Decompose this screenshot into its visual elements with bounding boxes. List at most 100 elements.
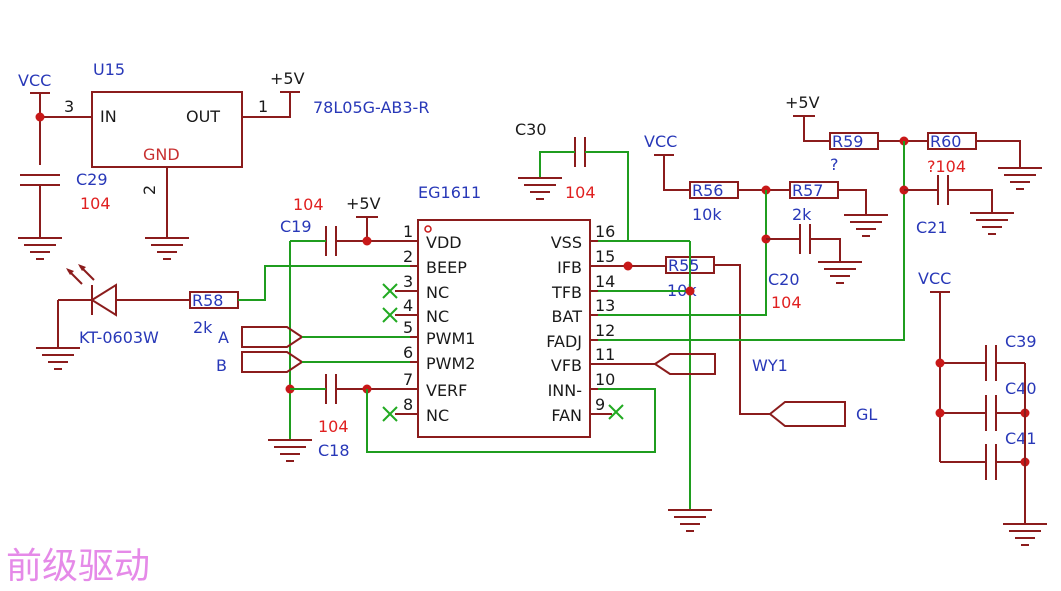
capacitor-c29: C29 104: [20, 170, 111, 238]
capacitor-c18: 104 C18: [290, 374, 410, 460]
junction-dot: [35, 112, 45, 122]
r57-ref: R57: [792, 181, 823, 200]
resistor-r56: R56 10k: [689, 181, 790, 224]
c18-value: 104: [318, 417, 349, 436]
ic-pin-num: 7: [403, 370, 413, 389]
led-ref: KT-0603W: [79, 328, 159, 347]
c21-ref: C21: [916, 218, 948, 237]
ic-pin-num: 14: [595, 272, 615, 291]
capacitor-c40: C40: [935, 379, 1037, 431]
regulator-u15: U15 IN OUT GND 3 1 2 78L05G-AB3-R: [64, 60, 429, 195]
regulator-pin-out: 1: [258, 97, 268, 116]
ic-pin-name: NC: [426, 307, 449, 326]
c30-ref: C30: [515, 120, 547, 139]
ground-icon: [844, 214, 888, 237]
capacitor-c19: 104 C19: [280, 195, 410, 256]
c19-value: 104: [293, 195, 324, 214]
ic-pin-name: FADJ: [546, 332, 582, 351]
wire-out-5v: [242, 92, 291, 118]
c29-value: 104: [80, 194, 111, 213]
led-kt0603w: KT-0603W: [57, 264, 190, 348]
vcc-label-2: VCC: [644, 132, 677, 151]
capacitor-c20: C20 104: [766, 224, 841, 312]
ic-pin-num: 2: [403, 247, 413, 266]
no-connect-icon: [382, 307, 398, 323]
ic-pin-num: 1: [403, 222, 413, 241]
no-connect-icon: [382, 283, 398, 299]
ic-pin-num: 6: [403, 343, 413, 362]
ground-icon: [668, 509, 712, 532]
r55-ref: R55: [668, 256, 699, 275]
resistor-r59: R59 ?: [829, 132, 928, 174]
r59-ref: R59: [832, 132, 863, 151]
ic-pin-name: IFB: [557, 258, 582, 277]
c30-value: 104: [565, 183, 596, 202]
regulator-pin-in: 3: [64, 97, 74, 116]
vcc-label-1: VCC: [18, 71, 51, 90]
capacitor-c21: ?104 C21: [904, 157, 993, 237]
r57-value: 2k: [792, 205, 812, 224]
ic-pin-num: 3: [403, 272, 413, 291]
ground-icon: [998, 167, 1042, 190]
ic-pin-num: 13: [595, 296, 615, 315]
ic-pin-name: BAT: [552, 307, 583, 326]
port-wy1: WY1: [598, 353, 788, 375]
ic-pin-name: VFB: [551, 356, 582, 375]
ground-icon: [145, 237, 189, 260]
junction-dot: [935, 358, 945, 368]
pin1-marker: [424, 225, 432, 233]
regulator-out-label: OUT: [186, 107, 220, 126]
ic-name: EG1611: [418, 183, 481, 202]
port-gl: GL: [768, 401, 877, 427]
regulator-part: 78L05G-AB3-R: [313, 98, 429, 117]
ground-icon: [970, 212, 1014, 235]
plus5v-symbol-regulator: +5V: [242, 69, 305, 118]
page-title: 前级驱动: [6, 546, 150, 587]
vcc-symbol-caps: VCC: [918, 269, 951, 462]
junction-dot: [362, 236, 372, 246]
capacitor-c30: C30 104: [515, 120, 629, 241]
ic-pin-name: PWM2: [426, 354, 475, 373]
plus5v-label-1: +5V: [270, 69, 305, 88]
ic-pin-num: 15: [595, 247, 615, 266]
capacitor-c39: C39: [935, 332, 1037, 381]
junction-dot: [685, 286, 695, 296]
resistor-r60: R60: [927, 132, 1021, 168]
port-b: B: [216, 351, 410, 375]
r56-ref: R56: [692, 181, 723, 200]
r58-value: 2k: [193, 318, 213, 337]
junction-dot: [623, 261, 633, 271]
ic-pin-num: 16: [595, 222, 615, 241]
ic-pin-num: 4: [403, 296, 413, 315]
wire-r58-beep: [238, 265, 410, 301]
r56-value: 10k: [692, 205, 722, 224]
c18-ref: C18: [318, 441, 350, 460]
port-a: A: [218, 326, 410, 348]
ground-icon: [1003, 523, 1047, 546]
ic-pin-name: NC: [426, 406, 449, 425]
capacitor-c41: C41: [940, 429, 1037, 480]
ground-icon: [18, 237, 62, 260]
plus5v-label-3: +5V: [785, 93, 820, 112]
ic-pin-num: 10: [595, 370, 615, 389]
c20-value: 104: [771, 293, 802, 312]
plus5v-symbol-vdd: +5V: [346, 194, 381, 241]
ic-pin-name: VERF: [426, 381, 467, 400]
resistor-r58: R58 2k: [189, 265, 410, 337]
resistor-r55: R55 10k: [598, 256, 770, 415]
no-connect-icon: [608, 404, 624, 420]
wire-fadj: [598, 141, 905, 341]
ground-icon: [818, 261, 862, 284]
ic-pin-name: NC: [426, 283, 449, 302]
ground-icon: [518, 177, 562, 200]
plus5v-symbol-r59: +5V: [785, 93, 830, 142]
port-gl-label: GL: [856, 405, 877, 424]
ic-pin-name: INN-: [548, 381, 582, 400]
c39-ref: C39: [1005, 332, 1037, 351]
ic-pin-num: 8: [403, 395, 413, 414]
c41-ref: C41: [1005, 429, 1037, 448]
r58-ref: R58: [192, 291, 223, 310]
c20-ref: C20: [768, 270, 800, 289]
ic-pin-name: PWM1: [426, 329, 475, 348]
